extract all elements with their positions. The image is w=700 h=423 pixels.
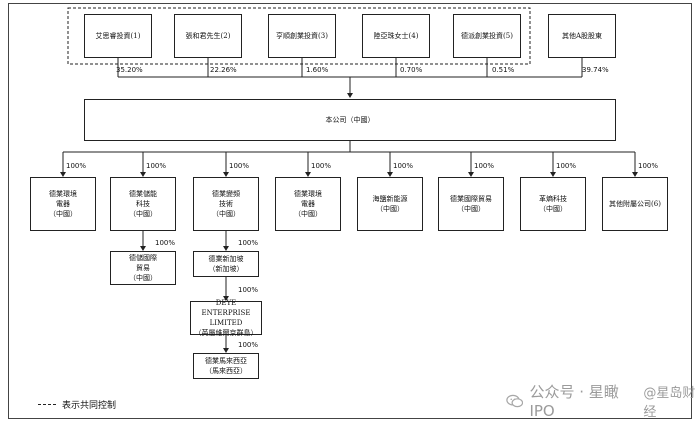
fourth-level-box-v1: 德業馬來西亞 （馬來西亞） — [193, 353, 259, 379]
company-box: 本公司（中國） — [84, 99, 616, 141]
subsidiary-arrow-s3 — [223, 172, 229, 177]
watermark-brand: @星岛财经 — [643, 385, 696, 420]
subsidiary-arrow-s6 — [468, 172, 474, 177]
shareholder-box-sh6: 其他A股股東 — [548, 14, 616, 58]
subsidiary-percent-s3: 100% — [229, 162, 250, 170]
subsidiary-arrow-s4 — [305, 172, 311, 177]
subsidiary-percent-s2: 100% — [146, 162, 167, 170]
dashed-line-icon — [38, 404, 56, 405]
shareholder-percent-sh1: 35.20% — [116, 66, 143, 74]
chart-frame — [8, 3, 692, 419]
second-level-box-t1: 德儲國際 貿易 （中國） — [110, 251, 176, 285]
third-level-box-u1: DEYE ENTERPRISE LIMITED （英屬維爾京群島） — [190, 299, 262, 337]
subsidiary-arrow-s8 — [632, 172, 638, 177]
second-level-box-t2: 德業新加坡 （新加坡） — [193, 251, 259, 277]
second-level-percent-t1: 100% — [155, 239, 176, 247]
subsidiary-percent-s1: 100% — [66, 162, 87, 170]
subsidiary-box-s1: 德業環境 電器 （中國） — [30, 177, 96, 231]
arrow-v1 — [223, 348, 229, 353]
subsidiary-arrow-s1 — [60, 172, 66, 177]
shareholder-percent-sh3: 1.60% — [306, 66, 329, 74]
subsidiary-box-s4: 德業環境 電器 （中國） — [275, 177, 341, 231]
subsidiary-box-s8: 其他附屬公司(6) — [602, 177, 668, 231]
shareholder-percent-sh4: 0.70% — [400, 66, 423, 74]
shareholder-box-sh4: 陸亞珠女士(4) — [362, 14, 430, 58]
shareholder-box-sh1: 艾思睿投資(1) — [84, 14, 152, 58]
subsidiary-box-s6: 德業國際貿易 （中國） — [438, 177, 504, 231]
subsidiary-box-s2: 德業儲能 科技 （中國） — [110, 177, 176, 231]
subsidiary-percent-s6: 100% — [474, 162, 495, 170]
subsidiary-percent-s4: 100% — [311, 162, 332, 170]
subsidiary-percent-s5: 100% — [393, 162, 414, 170]
subsidiary-box-s5: 海鹽新能源 （中國） — [357, 177, 423, 231]
watermark-account: 公众号 · 星瞰IPO — [529, 383, 619, 420]
subsidiary-arrow-s5 — [387, 172, 393, 177]
watermark: 公众号 · 星瞰IPO @星岛财经 — [506, 381, 700, 420]
subsidiary-percent-s7: 100% — [556, 162, 577, 170]
wechat-icon — [506, 394, 524, 407]
legend-label: 表示共同控制 — [62, 401, 117, 411]
subsidiary-box-s3: 德業變頻 技術 （中國） — [193, 177, 259, 231]
arrow-t1 — [140, 246, 146, 251]
subsidiary-arrow-s7 — [550, 172, 556, 177]
subsidiary-percent-s8: 100% — [638, 162, 659, 170]
common-control-dashed-box — [67, 7, 531, 65]
second-level-percent-t2: 100% — [238, 239, 259, 247]
shareholder-percent-sh6: 39.74% — [582, 66, 609, 74]
subsidiary-arrow-s2 — [140, 172, 146, 177]
arrow-u1 — [223, 296, 229, 301]
shareholder-box-sh5: 德派創業投資(5) — [453, 14, 521, 58]
subsidiary-box-s7: 革熵科技 （中國） — [520, 177, 586, 231]
third-level-percent-u1: 100% — [238, 286, 259, 294]
shareholder-percent-sh2: 22.26% — [210, 66, 237, 74]
shareholder-percent-sh5: 0.51% — [492, 66, 515, 74]
arrow-t2 — [223, 246, 229, 251]
shareholder-box-sh2: 張和君先生(2) — [174, 14, 242, 58]
company-arrow — [347, 93, 353, 98]
legend: 表示共同控制 — [38, 398, 116, 411]
shareholder-box-sh3: 亨順創業投資(3) — [268, 14, 336, 58]
fourth-level-percent-v1: 100% — [238, 341, 259, 349]
